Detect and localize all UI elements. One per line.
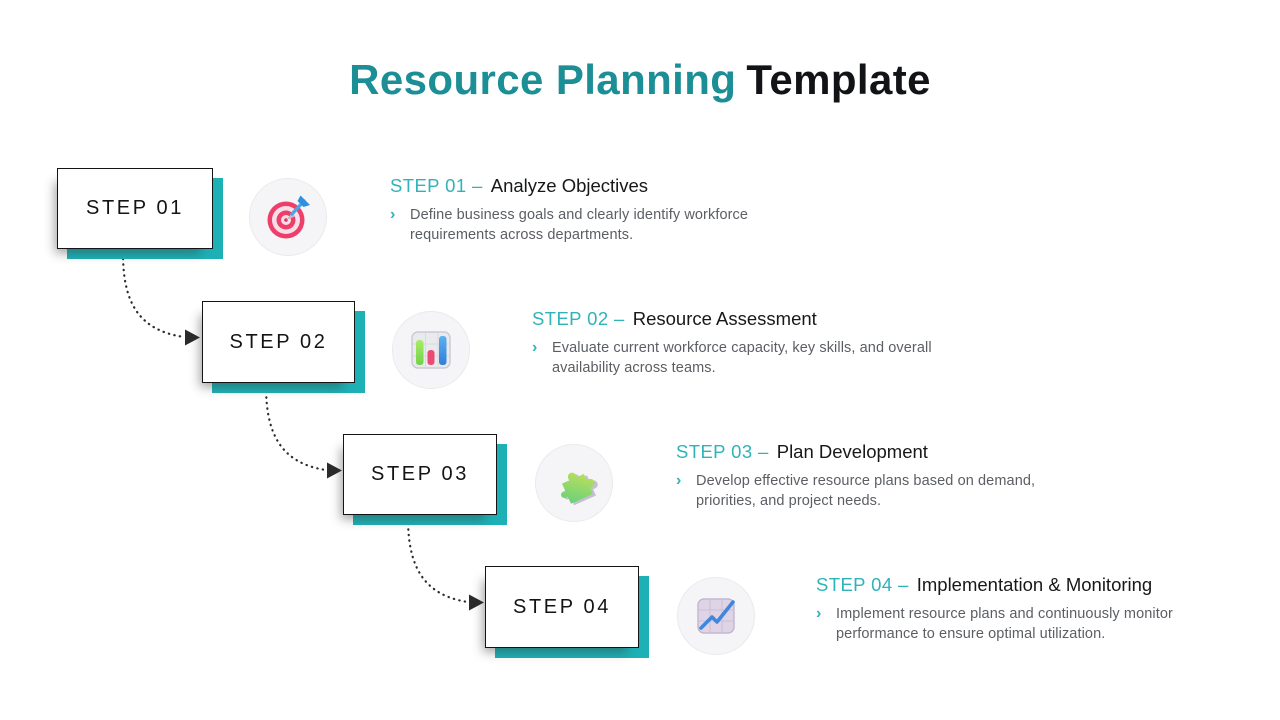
step-3-heading-prefix: STEP 03 – — [676, 441, 769, 462]
chevron-bullet-icon: › — [676, 472, 682, 489]
step-1-bullet-row: › Define business goals and clearly iden… — [390, 205, 820, 245]
step-2-box: STEP 02 — [202, 301, 365, 393]
step-1-text: STEP 01 – Analyze Objectives › Define bus… — [390, 174, 820, 245]
step-2-description: Evaluate current workforce capacity, key… — [552, 340, 932, 376]
step-2-heading-row: STEP 02 – Resource Assessment — [532, 307, 962, 331]
step-4-box-face: STEP 04 — [485, 566, 639, 648]
step-4-box: STEP 04 — [485, 566, 649, 658]
step-4-description: Implement resource plans and continuousl… — [836, 606, 1173, 642]
connector-1-2 — [121, 251, 186, 339]
arrowhead-1 — [185, 329, 200, 346]
step-3-box-face: STEP 03 — [343, 434, 497, 515]
step-2-box-label: STEP 02 — [229, 330, 328, 353]
arrowhead-2 — [327, 462, 342, 479]
connector-2-3 — [264, 384, 328, 472]
step-3-heading-row: STEP 03 – Plan Development — [676, 440, 1106, 464]
step-2-icon-badge — [392, 311, 470, 389]
arrowhead-3 — [469, 594, 484, 611]
step-1-description: Define business goals and clearly identi… — [410, 207, 749, 243]
step-2-text: STEP 02 – Resource Assessment › Evaluate … — [532, 307, 962, 378]
step-3-bullet-row: › Develop effective resource plans based… — [676, 471, 1106, 511]
step-1-heading-row: STEP 01 – Analyze Objectives — [390, 174, 820, 198]
step-4-heading-row: STEP 04 – Implementation & Monitoring — [816, 573, 1246, 597]
step-3-box: STEP 03 — [343, 434, 507, 525]
chart-increasing-icon — [697, 598, 735, 634]
step-4-box-label: STEP 04 — [513, 595, 611, 618]
step-4-text: STEP 04 – Implementation & Monitoring › I… — [816, 573, 1246, 644]
step-4-bullet-row: › Implement resource plans and continuou… — [816, 604, 1246, 644]
step-3-text: STEP 03 – Plan Development › Develop effe… — [676, 440, 1106, 511]
step-2-heading: Resource Assessment — [632, 308, 817, 329]
chevron-bullet-icon: › — [390, 206, 396, 223]
step-1-heading-prefix: STEP 01 – — [390, 175, 483, 196]
step-3-icon-badge — [535, 444, 613, 522]
step-1-heading: Analyze Objectives — [490, 175, 649, 196]
target-icon — [267, 195, 310, 239]
bar-chart-icon — [411, 331, 451, 369]
page-title-rest: Template — [746, 56, 931, 103]
puzzle-icon — [561, 472, 598, 506]
step-4-icon-badge — [677, 577, 755, 655]
step-1-box: STEP 01 — [57, 168, 223, 259]
connector-3-4 — [406, 516, 470, 604]
page-title-highlight: Resource Planning — [349, 56, 737, 103]
step-3-heading: Plan Development — [776, 441, 928, 462]
step-1-icon-badge — [249, 178, 327, 256]
step-4-heading-prefix: STEP 04 – — [816, 574, 909, 595]
chevron-bullet-icon: › — [816, 605, 822, 622]
step-1-box-label: STEP 01 — [86, 197, 184, 219]
step-2-bullet-row: › Evaluate current workforce capacity, k… — [532, 338, 962, 378]
step-1-box-face: STEP 01 — [57, 168, 213, 249]
step-3-description: Develop effective resource plans based o… — [696, 473, 1036, 509]
step-2-box-face: STEP 02 — [202, 301, 355, 383]
step-3-box-label: STEP 03 — [371, 463, 469, 485]
chevron-bullet-icon: › — [532, 339, 538, 356]
step-4-heading: Implementation & Monitoring — [916, 574, 1153, 595]
step-2-heading-prefix: STEP 02 – — [532, 308, 625, 329]
